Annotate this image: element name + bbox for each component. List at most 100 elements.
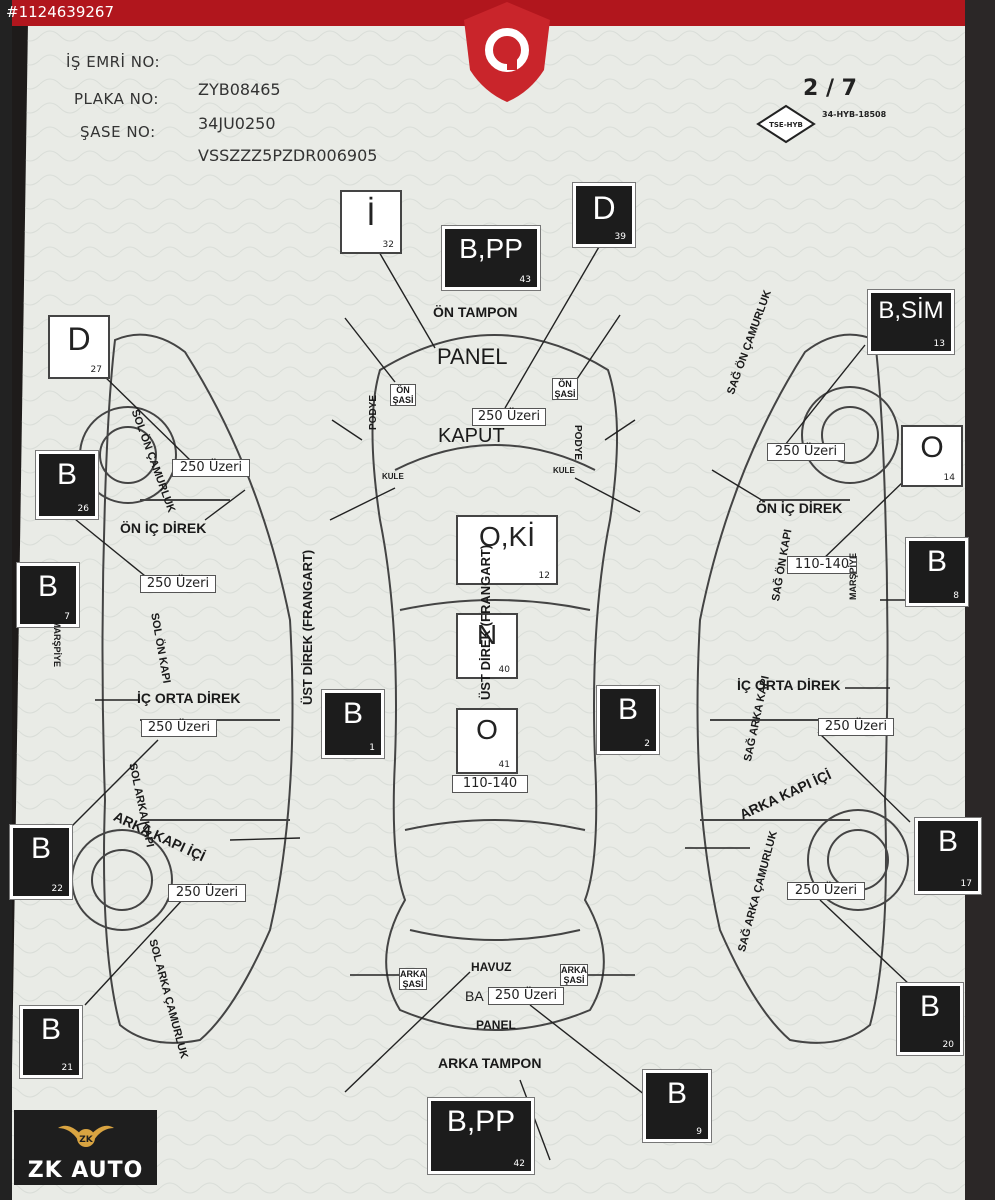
part-label-arka-sasi: ARKA ŞASİ: [399, 968, 427, 990]
part-label-kaput: KAPUT: [438, 425, 505, 447]
code-number: 17: [960, 879, 972, 889]
code-number: 7: [64, 612, 70, 622]
code-letter: B: [919, 990, 940, 1023]
shield-logo-icon: [464, 2, 550, 102]
measurement-tag: 110-140: [787, 556, 857, 574]
code-letter: B,PP: [446, 1105, 516, 1138]
code-number: 20: [942, 1040, 954, 1050]
sase-label: ŞASE NO:: [80, 123, 156, 141]
part-label-ust-direk: ÜST DİREK (FRANGART): [300, 549, 315, 705]
part-label-arka-tampon: ARKA TAMPON: [438, 1055, 542, 1071]
code-box: B 20: [897, 983, 963, 1055]
part-label-marspiye: MARŞPİYE: [52, 620, 62, 668]
code-number: 32: [382, 240, 394, 250]
code-letter: O,Kİ: [478, 521, 535, 552]
part-label-podye: PODYE: [368, 394, 379, 430]
tse-badge-icon: TSE-HYB: [756, 104, 816, 144]
code-number: 12: [538, 571, 550, 581]
code-letter: B: [37, 570, 58, 603]
code-letter: D: [67, 321, 91, 357]
code-number: 13: [933, 339, 945, 349]
measurement-tag: 250 Üzeri: [168, 884, 246, 902]
part-label-ic-orta-direk: İÇ ORTA DİREK: [737, 677, 841, 693]
code-number: 22: [51, 884, 63, 894]
logo-text: ZK AUTO: [27, 1158, 144, 1183]
code-letter: O: [920, 431, 944, 464]
code-letter: B: [926, 545, 947, 578]
part-label-bagaj: BA: [465, 988, 484, 1004]
part-label-panel-rear: PANEL: [476, 1018, 516, 1032]
sase-value-1: 34JU0250: [198, 114, 276, 133]
tse-badge-text: TSE-HYB: [769, 121, 803, 129]
plaka-value: ZYB08465: [198, 80, 281, 99]
code-letter: B,SİM: [878, 297, 944, 324]
part-label-on-sasi: ÖN ŞASİ: [390, 384, 416, 406]
part-label-ic-orta-direk: İÇ ORTA DİREK: [137, 690, 241, 706]
part-label-marspiye: MARŞPİYE: [848, 552, 858, 600]
tse-number: 34-HYB-18508: [822, 110, 887, 119]
code-number: 41: [498, 760, 510, 770]
code-box: D 39: [573, 183, 635, 247]
code-box: B 21: [20, 1006, 82, 1078]
code-box: B,PP 43: [442, 226, 540, 290]
left-dark-edge: [0, 0, 12, 1200]
code-box: B 22: [10, 825, 72, 899]
leader-lines: [69, 239, 911, 1161]
measurement-tag: 250 Üzeri: [172, 459, 250, 477]
measurement-tag: 250 Üzeri: [787, 882, 865, 900]
code-letter: B,PP: [459, 233, 523, 264]
part-label-havuz: HAVUZ: [471, 960, 512, 974]
code-letter: D: [592, 190, 616, 226]
car-outlines: [71, 333, 909, 1044]
code-letter: N: [476, 619, 498, 650]
code-number: 8: [953, 591, 959, 601]
code-number: 1: [369, 743, 375, 753]
measurement-tag: 250 Üzeri: [472, 408, 546, 426]
right-dark-edge: [965, 0, 995, 1200]
code-number: 21: [61, 1063, 73, 1073]
code-number: 27: [90, 365, 102, 375]
code-number: 2: [644, 739, 650, 749]
code-letter: B: [56, 458, 77, 491]
code-box: N 40: [456, 613, 518, 679]
page-index: 2 / 7: [803, 76, 857, 101]
part-label-ust-direk: ÜST DİREK (FRANGART): [478, 544, 493, 700]
code-number: 43: [519, 275, 531, 285]
part-label-on-tampon: ÖN TAMPON: [433, 304, 518, 320]
measurement-tag: 250 Üzeri: [488, 987, 564, 1005]
code-letter: B: [30, 832, 51, 865]
code-box: B 17: [915, 818, 981, 894]
code-number: 40: [498, 665, 510, 675]
right-side-car-outline: [696, 333, 889, 1044]
sase-value-2: VSSZZZ5PZDR006905: [198, 146, 378, 165]
code-letter: B: [342, 697, 363, 730]
code-box: O 14: [901, 425, 963, 487]
code-box: O,Kİ 12: [456, 515, 558, 585]
part-label-podye: PODYE: [572, 425, 583, 461]
code-letter: B: [617, 693, 638, 726]
code-number: 14: [943, 473, 955, 483]
code-number: 39: [614, 232, 626, 242]
code-letter: B: [40, 1013, 61, 1046]
part-label-panel-front: PANEL: [437, 344, 508, 369]
code-number: 9: [696, 1127, 702, 1137]
code-letter: O: [476, 714, 498, 745]
code-number: 26: [77, 504, 89, 514]
measurement-tag: 250 Üzeri: [141, 719, 217, 737]
code-box: O 41: [456, 708, 518, 774]
part-label-arka-sasi: ARKA ŞASİ: [560, 964, 588, 986]
wings-logo-icon: ZK: [58, 1125, 114, 1147]
top-view-car-outline: [371, 334, 619, 1031]
code-box: B 26: [36, 451, 98, 519]
part-label-kule: KULE: [553, 466, 575, 475]
part-label-on-sasi: ÖN ŞASİ: [552, 378, 578, 400]
code-letter: B: [937, 825, 958, 858]
code-box: B,SİM 13: [868, 290, 954, 354]
